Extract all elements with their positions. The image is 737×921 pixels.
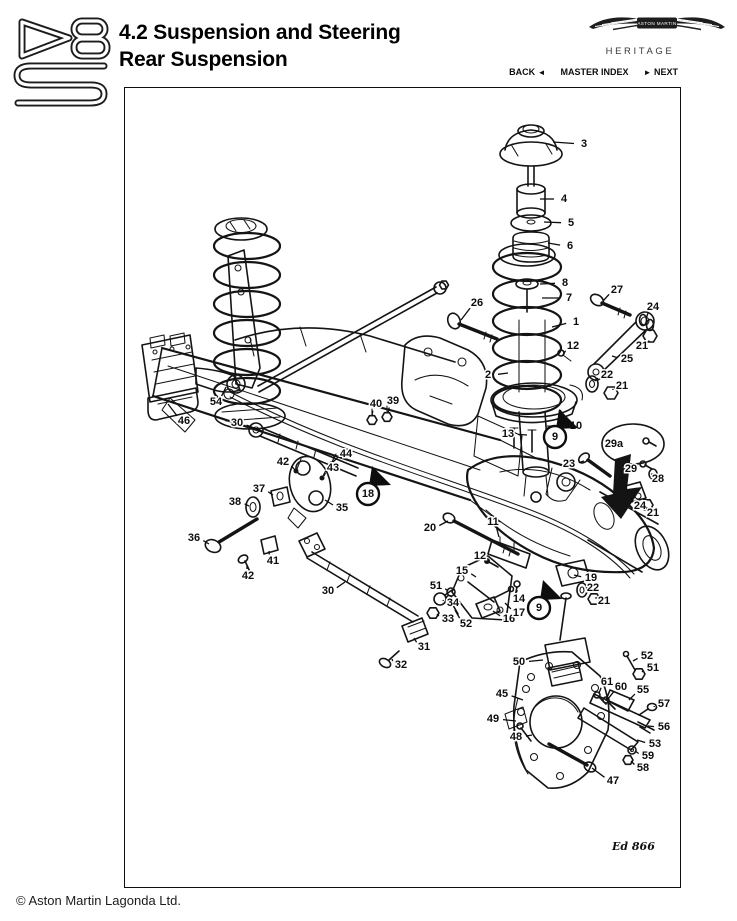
part-label-42: 42 bbox=[277, 456, 289, 468]
footer-copyright: © Aston Martin Lagonda Ltd. bbox=[16, 893, 181, 908]
part-label-51: 51 bbox=[430, 580, 442, 592]
part-label-42: 42 bbox=[242, 570, 254, 582]
part-label-39: 39 bbox=[387, 395, 399, 407]
part-label-7: 7 bbox=[566, 292, 572, 304]
heritage-label: HERITAGE bbox=[605, 46, 675, 57]
diagram-frame bbox=[124, 87, 681, 888]
part-label-14: 14 bbox=[513, 593, 526, 605]
part-label-43: 43 bbox=[327, 462, 339, 474]
part-label-26: 26 bbox=[471, 297, 483, 309]
part-label-12: 12 bbox=[474, 550, 486, 562]
part-label-21: 21 bbox=[647, 507, 659, 519]
nav-next[interactable]: ► NEXT bbox=[643, 67, 678, 77]
part-label-22: 22 bbox=[587, 582, 599, 594]
page-title: 4.2 Suspension and Steering Rear Suspens… bbox=[119, 19, 401, 73]
part-label-53: 53 bbox=[649, 738, 661, 750]
part-label-5: 5 bbox=[568, 217, 574, 229]
part-label-15: 15 bbox=[456, 565, 468, 577]
part-label-49: 49 bbox=[487, 713, 499, 725]
part-label-36: 36 bbox=[188, 532, 200, 544]
part-label-40: 40 bbox=[370, 398, 382, 410]
svg-text:9: 9 bbox=[536, 602, 542, 614]
part-label-32: 32 bbox=[395, 659, 407, 671]
part-label-46: 46 bbox=[178, 415, 190, 427]
part-label-50: 50 bbox=[513, 656, 525, 668]
callout-balloon-9: 9 bbox=[542, 409, 578, 450]
part-label-47: 47 bbox=[607, 775, 619, 787]
part-label-34: 34 bbox=[447, 597, 460, 609]
part-label-22: 22 bbox=[601, 369, 613, 381]
part-label-38: 38 bbox=[229, 496, 241, 508]
part-label-12: 12 bbox=[567, 340, 579, 352]
part-label-29a: 29a bbox=[605, 438, 624, 450]
aston-martin-wings-logo: ASTON MARTIN bbox=[589, 17, 725, 31]
callout-balloon-18: 18 bbox=[355, 466, 391, 507]
part-label-11: 11 bbox=[487, 516, 499, 528]
part-label-44: 44 bbox=[340, 448, 353, 460]
part-label-30: 30 bbox=[322, 585, 334, 597]
part-label-24: 24 bbox=[647, 301, 660, 313]
part-label-59: 59 bbox=[642, 750, 654, 762]
part-label-29: 29 bbox=[625, 463, 637, 475]
part-label-61: 61 bbox=[601, 676, 613, 688]
part-label-37: 37 bbox=[253, 483, 265, 495]
part-label-57: 57 bbox=[658, 698, 670, 710]
part-label-27: 27 bbox=[611, 284, 623, 296]
title-line-1: 4.2 Suspension and Steering bbox=[119, 21, 401, 44]
part-label-20: 20 bbox=[424, 522, 436, 534]
part-label-13: 13 bbox=[502, 428, 514, 440]
part-label-21: 21 bbox=[636, 340, 648, 352]
part-label-48: 48 bbox=[510, 731, 522, 743]
part-label-4: 4 bbox=[561, 193, 568, 205]
part-label-45: 45 bbox=[496, 688, 508, 700]
part-label-52: 52 bbox=[641, 650, 653, 662]
part-label-16: 16 bbox=[503, 613, 515, 625]
dbs-logo bbox=[13, 17, 111, 107]
part-label-55: 55 bbox=[637, 684, 649, 696]
part-label-31: 31 bbox=[418, 641, 430, 653]
part-label-54: 54 bbox=[210, 396, 223, 408]
svg-text:18: 18 bbox=[362, 488, 374, 500]
part-label-58: 58 bbox=[637, 762, 649, 774]
part-label-25: 25 bbox=[621, 353, 633, 365]
part-label-28: 28 bbox=[652, 473, 664, 485]
title-line-2: Rear Suspension bbox=[119, 48, 288, 71]
part-label-8: 8 bbox=[562, 277, 568, 289]
part-labels-layer: 3456871261221013272421252221232928242129… bbox=[167, 137, 672, 789]
part-label-6: 6 bbox=[567, 240, 573, 252]
svg-text:9: 9 bbox=[552, 431, 558, 443]
part-label-2: 2 bbox=[485, 369, 491, 381]
part-label-17: 17 bbox=[513, 607, 525, 619]
back-arrow-icon: ◄ bbox=[537, 68, 546, 77]
part-label-21: 21 bbox=[616, 380, 628, 392]
wings-badge-text: ASTON MARTIN bbox=[637, 21, 676, 26]
next-arrow-icon: ► bbox=[643, 68, 652, 77]
nav-master-index[interactable]: MASTER INDEX bbox=[560, 67, 629, 77]
part-label-35: 35 bbox=[336, 502, 348, 514]
nav-back[interactable]: BACK ◄ bbox=[509, 67, 546, 77]
part-label-21: 21 bbox=[598, 595, 610, 607]
part-label-23: 23 bbox=[563, 458, 575, 470]
artist-mark: Ed 866 bbox=[612, 840, 655, 853]
part-label-41: 41 bbox=[267, 555, 279, 567]
part-label-24: 24 bbox=[634, 500, 647, 512]
part-label-51: 51 bbox=[647, 662, 659, 674]
callout-balloon-9: 9 bbox=[526, 580, 562, 621]
part-label-60: 60 bbox=[615, 681, 627, 693]
part-label-3: 3 bbox=[581, 138, 587, 150]
part-label-56: 56 bbox=[658, 721, 670, 733]
part-label-33: 33 bbox=[442, 613, 454, 625]
part-label-30: 30 bbox=[231, 417, 243, 429]
part-label-19: 19 bbox=[585, 572, 597, 584]
part-label-52: 52 bbox=[460, 618, 472, 630]
manual-nav: BACK ◄ MASTER INDEX ► NEXT bbox=[509, 67, 678, 77]
part-label-1: 1 bbox=[573, 316, 579, 328]
